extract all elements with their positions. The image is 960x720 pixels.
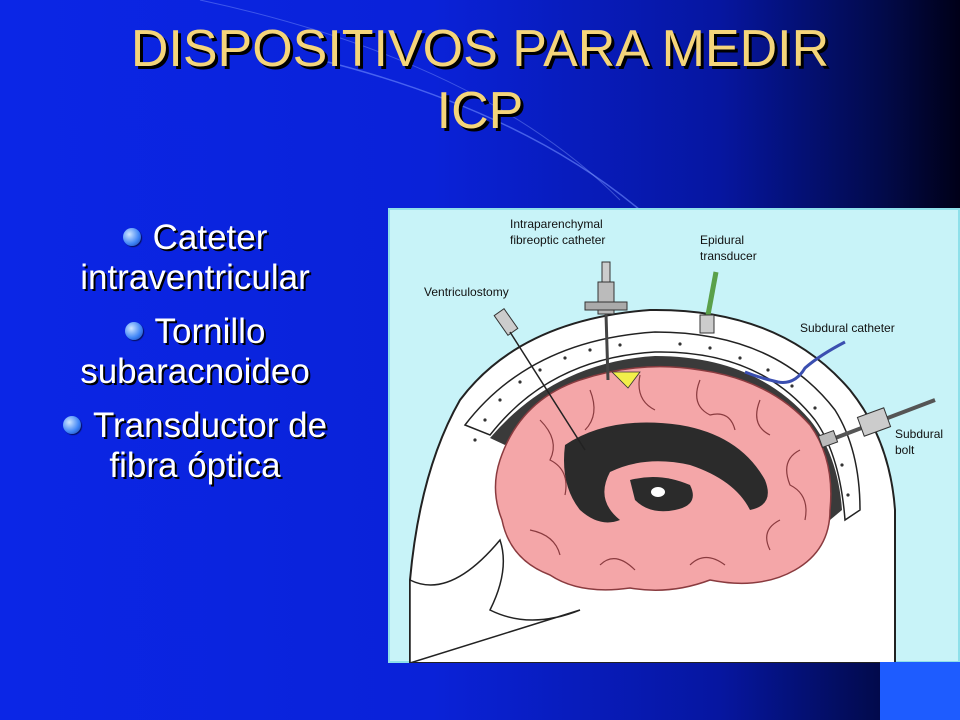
subdural-bolt: [817, 398, 936, 449]
corner-decoration: [880, 662, 960, 720]
bullet-list: Cateter intraventricular Tornillo subara…: [20, 218, 370, 500]
bullet-item: Tornillo subaracnoideo: [20, 312, 370, 392]
bullet-text-3b: fibra óptica: [109, 446, 281, 485]
face-profile: [409, 538, 581, 663]
subdural-catheter: [744, 340, 846, 384]
label-subdural-bolt-2: bolt: [895, 443, 915, 457]
label-epidural-2: transducer: [700, 249, 757, 263]
skull-bone: [463, 331, 861, 522]
bullet-item: Cateter intraventricular: [20, 218, 370, 298]
brain-diagram-panel: Intraparenchymal fibreoptic catheter Epi…: [388, 208, 960, 663]
bullet-text-3a: Transductor de: [92, 406, 328, 445]
label-subdural-catheter: Subdural catheter: [800, 321, 895, 335]
intraparenchymal-catheter: [584, 261, 628, 381]
lateral-ventricle: [564, 422, 768, 523]
bullet-text-1a: Cateter: [152, 218, 268, 257]
bullet-dot-icon: [122, 227, 141, 246]
label-intraparenchymal-2: fibreoptic catheter: [510, 233, 605, 247]
label-epidural-1: Epidural: [700, 233, 744, 247]
bullet-text-2a: Tornillo: [154, 312, 266, 351]
slide-title: DISPOSITIVOS PARA MEDIR ICP: [0, 18, 960, 142]
bullet-dot-icon: [124, 321, 143, 340]
brain-diagram: Intraparenchymal fibreoptic catheter Epi…: [409, 217, 943, 663]
fibreoptic-tip: [611, 371, 641, 389]
ventriculostomy-catheter: [493, 308, 586, 451]
bullet-text-2b: subaracnoideo: [80, 352, 310, 391]
bullet-dot-icon: [62, 415, 81, 434]
label-subdural-bolt-1: Subdural: [895, 427, 943, 441]
bullet-item: Transductor de fibra óptica: [20, 406, 370, 486]
title-line-1: DISPOSITIVOS PARA MEDIR: [130, 20, 830, 78]
label-intraparenchymal-1: Intraparenchymal: [510, 217, 603, 231]
epidural-transducer: [699, 271, 719, 334]
label-ventriculostomy: Ventriculostomy: [424, 285, 509, 299]
title-line-2: ICP: [436, 82, 524, 140]
bullet-text-1b: intraventricular: [80, 258, 310, 297]
